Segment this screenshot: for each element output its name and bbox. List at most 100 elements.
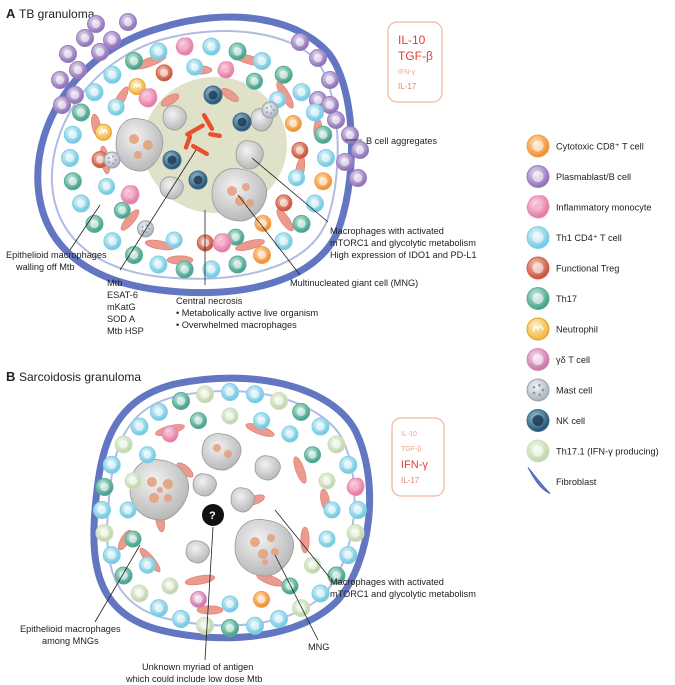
sarc-fibroblast — [293, 456, 307, 484]
tb-outer-th17-29 — [314, 125, 333, 144]
legend-th171-icon — [526, 439, 550, 463]
unknown-antigen-icon — [202, 504, 224, 526]
sarc-inner-th171-18 — [318, 472, 336, 490]
tb-nk-cell — [232, 112, 252, 132]
tb-outer-mono-22 — [175, 37, 194, 56]
tb-plasmablast-0 — [59, 45, 77, 63]
tb-plasmablast-18 — [349, 169, 367, 187]
legend-label-th17: Th17 — [556, 294, 577, 304]
sarc-macrophage — [230, 487, 255, 513]
tb-inner-mast-6 — [137, 220, 155, 238]
sarc-inner-th17-2 — [281, 577, 299, 595]
legend-treg-icon — [526, 256, 550, 280]
sarc-cytokine-box — [391, 417, 445, 497]
mtb-rod — [191, 143, 209, 157]
tb-cytokine-box — [387, 21, 443, 103]
line-mng-b — [274, 554, 319, 641]
tb-plasmablast-5 — [87, 15, 105, 33]
tb-fibroblast — [276, 208, 294, 232]
sarc-cytokine-1: TGF-β — [401, 446, 421, 453]
sarc-inner-th1-0 — [318, 530, 336, 548]
sarc-outer-th17-22 — [172, 391, 191, 410]
tb-inner-neut-12 — [128, 78, 146, 96]
sarc-outer-th1-18 — [102, 455, 121, 474]
line-mac-b — [274, 509, 331, 579]
sarc-outer-th1-11 — [149, 599, 168, 618]
sarc-outer-th1-4 — [311, 584, 330, 603]
legend-label-th171: Th17.1 (IFN-γ producing) — [556, 447, 659, 457]
sarc-outer-th1-30 — [339, 455, 358, 474]
tb-plasmablast-19 — [321, 96, 339, 114]
tb-fibroblast — [221, 88, 239, 102]
tb-label-mtb-0: Mtb — [107, 278, 122, 288]
legend-label-nk: NK cell — [556, 416, 585, 426]
tb-outer-th17-24 — [228, 42, 247, 61]
tb-inner-treg-9 — [91, 151, 109, 169]
tb-label-mac-1: Macrophages with activated — [330, 226, 444, 236]
sarc-outer-th1-21 — [149, 402, 168, 421]
sarc-outer-th1-0 — [349, 501, 367, 519]
tb-outer-th1-18 — [85, 83, 104, 102]
panel-a-letter: A — [6, 6, 16, 21]
sarc-cytokine-3: IL-17 — [401, 476, 420, 485]
tb-label-epi-2: walling off Mtb — [15, 262, 75, 272]
tb-plasmablast-3 — [69, 61, 87, 79]
tb-plasmablast-4 — [51, 71, 69, 89]
sarc-macrophage — [185, 540, 210, 564]
line-mng-a — [237, 194, 301, 276]
tb-inner-cyto-2 — [254, 214, 272, 232]
sarc-outer-th171-29 — [327, 435, 346, 454]
sarc-label-epi-1: Epithelioid macrophages — [20, 624, 121, 634]
tb-monocyte — [212, 233, 232, 253]
legend-label-fib: Fibroblast — [556, 477, 597, 487]
tb-monocyte — [120, 185, 140, 205]
tb-outer-th1-16 — [63, 125, 82, 144]
sarc-macrophage — [192, 473, 217, 497]
sarc-inner-th171-1 — [304, 556, 322, 574]
tb-inner-th1-0 — [288, 169, 306, 187]
tb-outer-th1-7 — [202, 260, 221, 279]
tb-outer-th1-19 — [103, 65, 122, 84]
tb-cytokine-2: IFN-γ — [398, 69, 416, 76]
legend-neut-icon — [526, 317, 550, 341]
tb-fibroblast — [160, 93, 180, 107]
sarc-outer-th1-14 — [102, 546, 121, 565]
tb-outer-th17-3 — [292, 214, 311, 233]
tb-inner-th1-11 — [107, 98, 125, 116]
legend-plasma-icon — [526, 165, 550, 188]
tb-inner-th1-8 — [98, 178, 116, 196]
tb-inner-cyto-18 — [284, 114, 302, 132]
sarc-inner-th17-17 — [304, 446, 322, 464]
legend-fibroblast-icon — [527, 467, 551, 494]
mtb-rod — [208, 131, 222, 139]
sarc-outer-mono-31 — [346, 477, 365, 496]
sarc-outer-th171-26 — [269, 391, 288, 410]
tb-mast-cell — [103, 151, 121, 169]
tb-plasmablast-16 — [351, 141, 369, 159]
mtb-rod — [201, 113, 215, 131]
tb-outer-th17-26 — [274, 65, 293, 84]
legend-th17-icon — [526, 287, 550, 310]
sarc-capsule-inner — [106, 390, 356, 627]
tb-outer-th1-15 — [61, 149, 79, 167]
tb-outer-th17-14 — [63, 172, 82, 191]
tb-inner-th1-14 — [186, 58, 204, 76]
tb-plasmablast-12 — [321, 71, 339, 89]
sarc-outer-th1-2 — [339, 546, 358, 565]
tb-inner-neut-10 — [94, 123, 112, 141]
tb-outer-th1-9 — [149, 255, 168, 274]
legend-mast-icon — [526, 378, 550, 402]
sarc-label-mng: MNG — [308, 642, 329, 652]
tb-outer-th17-20 — [125, 52, 143, 71]
sarc-outer-th1-20 — [130, 417, 149, 436]
line-mac-a — [251, 157, 329, 223]
sarc-inner-th1-16 — [281, 425, 299, 443]
sarc-macrophage — [254, 455, 281, 481]
sarc-outer-th17-8 — [221, 619, 239, 637]
tb-outer-th1-13 — [72, 194, 91, 213]
tb-label-necro-1: Central necrosis — [176, 296, 243, 306]
tb-label-bcell: B cell aggregates — [366, 136, 437, 146]
line-epi-a — [69, 204, 101, 251]
